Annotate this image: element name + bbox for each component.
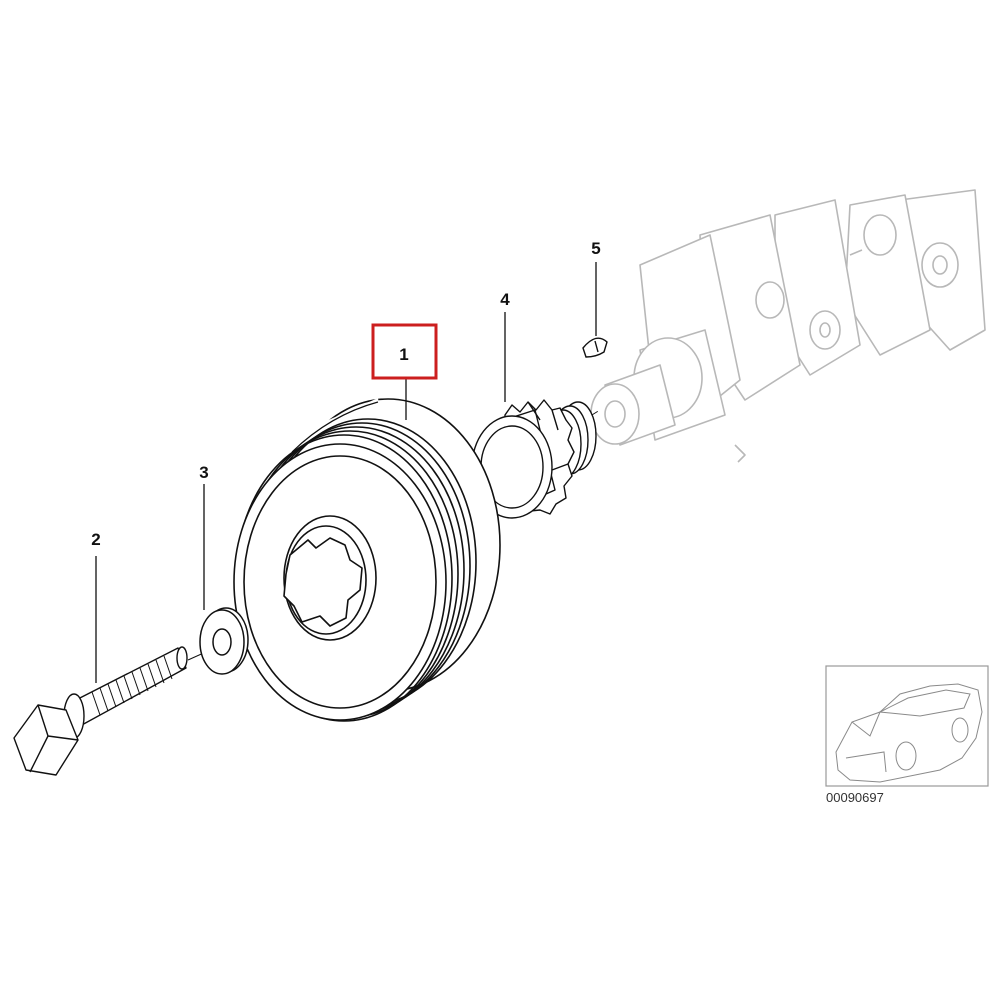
leader-lines [95,262,597,683]
washer [199,607,249,675]
callout-2: 2 [91,530,100,549]
callout-5: 5 [591,239,600,258]
vehicle-thumbnail [825,665,989,787]
callout-4: 4 [500,290,510,309]
vibration-damper [233,398,501,722]
woodruff-key [582,337,608,358]
bolt [13,646,188,776]
crankshaft-ghost [590,189,986,463]
callout-1: 1 [399,345,408,364]
callout-3: 3 [199,463,208,482]
car-silhouette-icon [835,683,983,783]
highlight-box-part-1 [371,323,438,380]
diagram-number: 00090697 [826,790,884,805]
crankshaft-sprocket [471,399,597,519]
